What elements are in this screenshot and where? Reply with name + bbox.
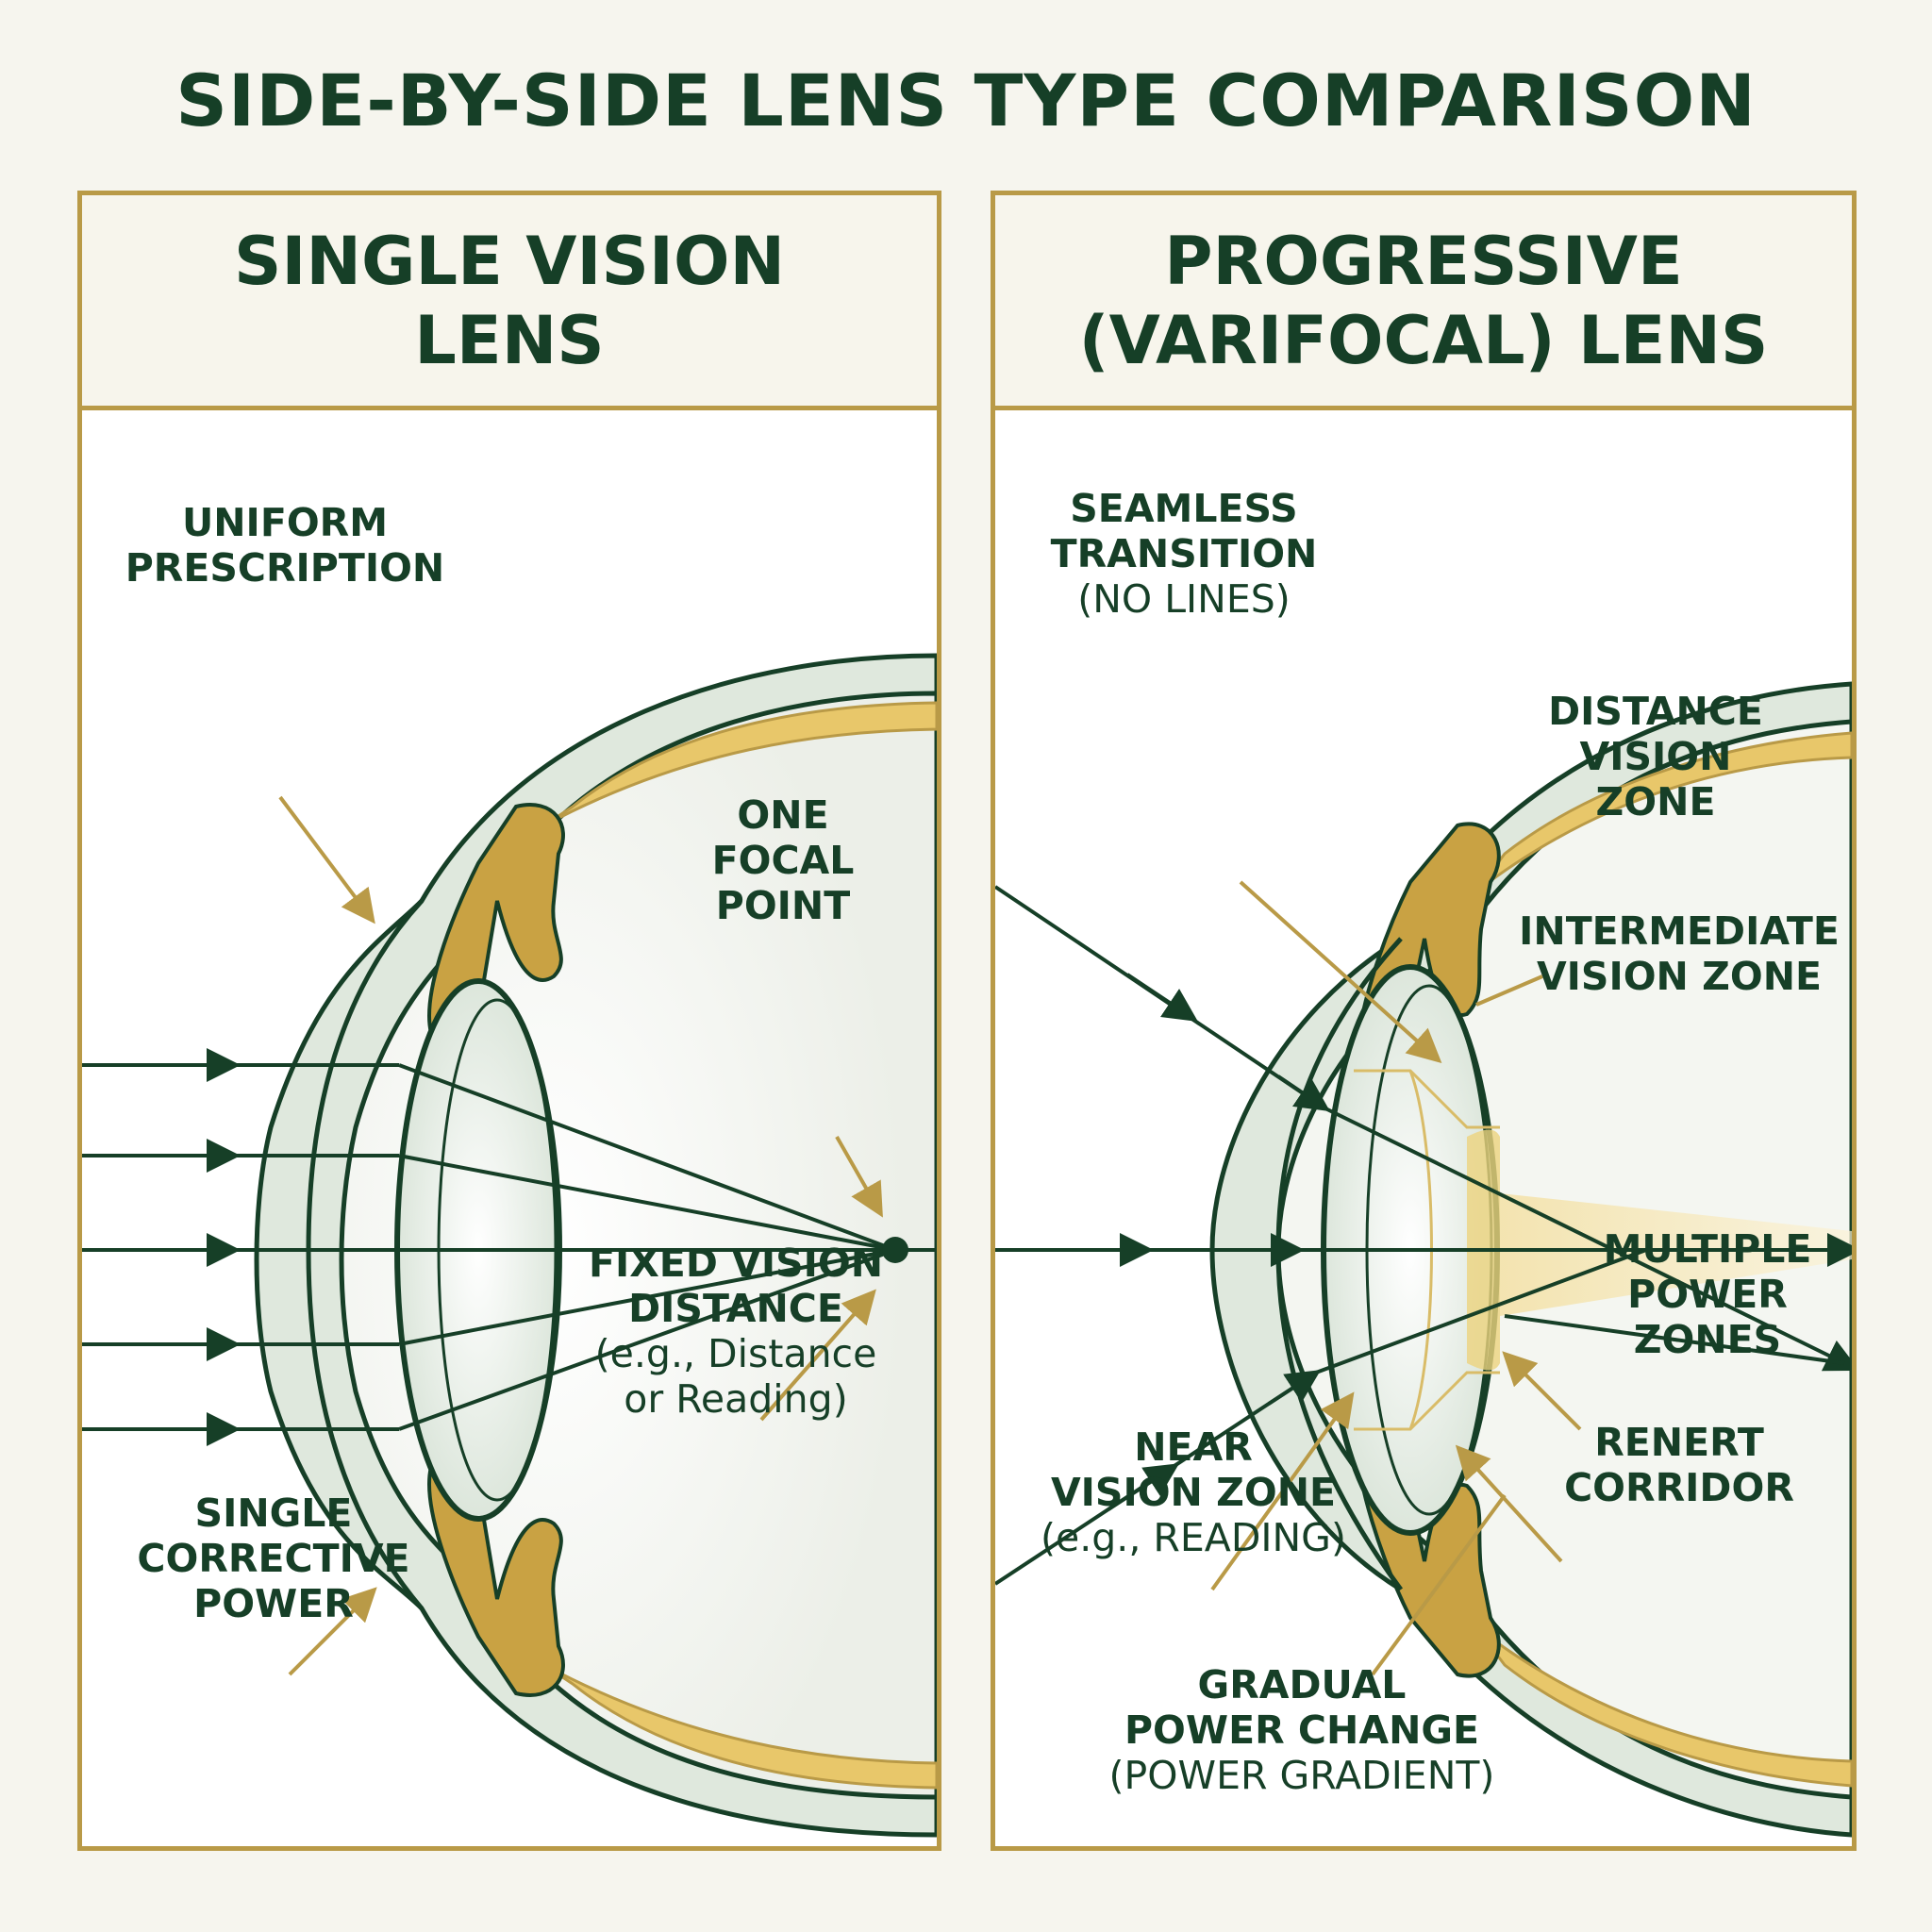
focal-point [882, 1237, 908, 1263]
label-multiple-power-zones: MULTIPLE POWER ZONES [1603, 1226, 1812, 1362]
label-single-corrective-power: SINGLE CORRECTIVE POWER [137, 1491, 410, 1626]
label-seamless-transition: SEAMLESS TRANSITION (NO LINES) [1050, 486, 1318, 622]
label-one-focal-point: ONE FOCAL POINT [711, 792, 855, 928]
label-fixed-vision-distance: FIXED VISION DISTANCE (e.g., Distance or… [588, 1241, 884, 1422]
progressive-title-line1: PROGRESSIVE [1164, 222, 1683, 300]
progressive-panel: PROGRESSIVE (VARIFOCAL) LENS [991, 191, 1857, 1851]
page-title: SIDE-BY-SIDE LENS TYPE COMPARISON [175, 58, 1757, 142]
progressive-header: PROGRESSIVE (VARIFOCAL) LENS [995, 195, 1852, 410]
label-intermediate-vision-zone: INTERMEDIATE VISION ZONE [1519, 908, 1840, 999]
progressive-title-line2: (VARIFOCAL) LENS [1078, 301, 1769, 379]
single-vision-header: SINGLE VISION LENS [82, 195, 937, 410]
single-vision-title-line1: SINGLE VISION [233, 222, 786, 300]
intermediate-beam [1500, 1193, 1852, 1316]
label-distance-vision-zone: DISTANCE VISION ZONE [1548, 689, 1763, 824]
label-near-vision-zone: NEAR VISION ZONE (e.g., READING) [1041, 1424, 1346, 1560]
label-gradual-power-change: GRADUAL POWER CHANGE (POWER GRADIENT) [1108, 1662, 1495, 1798]
label-uniform-prescription: UNIFORM PRESCRIPTION [125, 500, 445, 591]
single-vision-panel: SINGLE VISION LENS [77, 191, 941, 1851]
single-vision-eye-diagram [82, 653, 937, 1838]
label-corridor: RENERT CORRIDOR [1564, 1420, 1794, 1510]
single-vision-title-line2: LENS [414, 301, 605, 379]
progressive-eye-diagram [995, 681, 1852, 1838]
